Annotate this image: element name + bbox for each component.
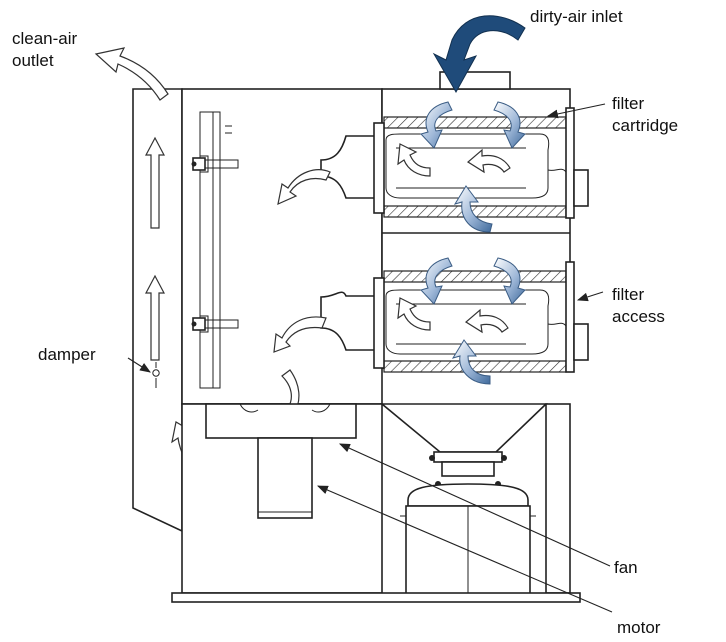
filter-cartridge-lower xyxy=(373,257,589,385)
base xyxy=(171,592,581,603)
door-latch-upper xyxy=(191,155,239,173)
dirty-air-inlet-label: dirty-air inlet xyxy=(530,7,623,26)
filter-cartridge-label: filter cartridge xyxy=(612,94,679,135)
filter-access-label: filter access xyxy=(612,285,665,326)
access-handle-lower xyxy=(547,322,589,361)
clean-air-outlet-label: clean-air outlet xyxy=(12,29,78,70)
curved-left-arrow-icon xyxy=(277,169,331,206)
curved-left-arrow-icon xyxy=(273,316,327,353)
access-door xyxy=(191,111,239,389)
door-latch-lower xyxy=(191,315,239,333)
curved-up-arrow-icon xyxy=(453,185,493,233)
curved-up-arrow-icon xyxy=(451,339,491,385)
leader-lines xyxy=(127,103,613,613)
access-handle-upper xyxy=(547,168,589,207)
motor-body xyxy=(257,437,313,519)
motor-label: motor xyxy=(617,618,661,637)
curved-left-arrow-icon xyxy=(397,297,431,331)
fan-housing xyxy=(205,403,357,439)
up-arrow-icon xyxy=(145,136,165,229)
curved-left-arrow-icon xyxy=(464,308,509,334)
curved-down-arrow-icon xyxy=(493,101,526,149)
curved-down-arrow-icon xyxy=(493,257,526,305)
curved-outlet-arrow-icon xyxy=(94,47,169,101)
curved-down-arrow-icon xyxy=(420,257,453,305)
curved-down-arrow-icon xyxy=(420,101,453,149)
fan-label: fan xyxy=(614,558,638,577)
cartridge-outlet-ducts xyxy=(273,135,383,427)
dirty-air-inlet-arrow-icon xyxy=(432,15,526,94)
damper-label: damper xyxy=(38,345,96,364)
curved-left-arrow-icon xyxy=(397,143,431,177)
up-arrow-icon xyxy=(145,274,165,361)
filter-cartridge-upper xyxy=(373,101,589,233)
hopper xyxy=(379,403,571,594)
damper xyxy=(152,362,160,388)
collection-drum xyxy=(400,483,536,595)
curved-left-arrow-icon xyxy=(466,148,511,174)
